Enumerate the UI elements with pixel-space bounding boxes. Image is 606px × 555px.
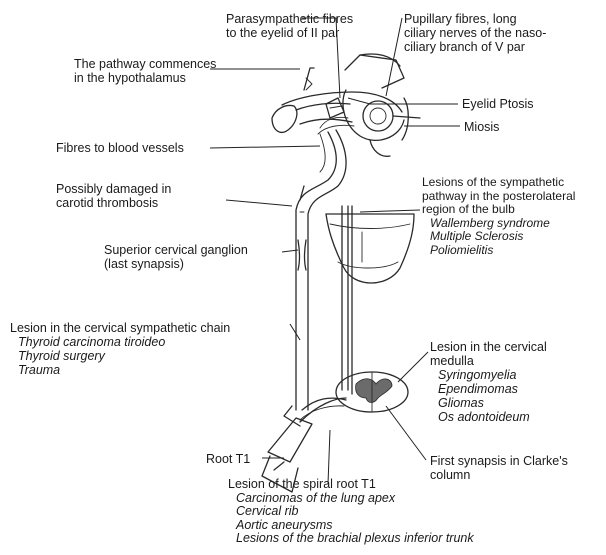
label-parasympathetic-fibres: Parasympathetic fibres to the eyelid of … (226, 12, 353, 40)
cause-item: Ependimomas (430, 382, 547, 396)
label-line: Superior cervical ganglion (104, 243, 248, 257)
label-superior-cervical-ganglion: Superior cervical ganglion (last synapsi… (104, 243, 248, 271)
label-line: The pathway commences (74, 57, 216, 71)
cause-item: Thyroid carcinoma tiroideo (10, 335, 230, 349)
cause-item: Thyroid surgery (10, 349, 230, 363)
label-bulb-lesions: Lesions of the sympathetic pathway in th… (422, 176, 575, 257)
cause-item: Wallemberg syndrome (422, 217, 575, 231)
label-line: in the hypothalamus (74, 71, 216, 85)
label-line: medulla (430, 354, 547, 368)
cause-item: Multiple Sclerosis (422, 230, 575, 244)
label-pupillary-fibres: Pupillary fibres, long ciliary nerves of… (404, 12, 546, 54)
label-line: region of the bulb (422, 203, 575, 217)
label-cervical-medulla: Lesion in the cervical medulla Syringomy… (430, 340, 547, 424)
cause-item: Poliomielitis (422, 244, 575, 258)
bulb-section-drawing (326, 214, 414, 283)
label-line: carotid thrombosis (56, 196, 171, 210)
label-line: Pupillary fibres, long (404, 12, 546, 26)
label-carotid-thrombosis: Possibly damaged in carotid thrombosis (56, 182, 171, 210)
label-eyelid-ptosis: Eyelid Ptosis (462, 97, 534, 111)
cause-item: Lesions of the brachial plexus inferior … (228, 532, 474, 546)
pathway-drawing (296, 130, 352, 420)
label-miosis: Miosis (464, 120, 499, 134)
cause-item: Syringomyelia (430, 368, 547, 382)
label-line: First synapsis in Clarke's (430, 454, 568, 468)
label-line: Lesions of the sympathetic (422, 176, 575, 190)
cause-item: Os adontoideum (430, 410, 547, 424)
label-line: Lesion in the cervical (430, 340, 547, 354)
label-line: Lesion of the spiral root T1 (228, 478, 474, 492)
label-cervical-sympathetic-chain: Lesion in the cervical sympathetic chain… (10, 321, 230, 377)
label-line: (last synapsis) (104, 257, 248, 271)
label-line: Possibly damaged in (56, 182, 171, 196)
cause-item: Cervical rib (228, 505, 474, 519)
label-line: pathway in the posterolateral (422, 190, 575, 204)
cause-item: Carcinomas of the lung apex (228, 492, 474, 506)
label-fibres-blood-vessels: Fibres to blood vessels (56, 141, 184, 155)
label-line: ciliary nerves of the naso- (404, 26, 546, 40)
label-line: ciliary branch of V par (404, 40, 546, 54)
label-line: Lesion in the cervical sympathetic chain (10, 321, 230, 335)
cause-item: Trauma (10, 363, 230, 377)
label-line: Parasympathetic fibres (226, 12, 353, 26)
spinal-cord-section-drawing (336, 372, 408, 412)
label-spiral-root: Lesion of the spiral root T1 Carcinomas … (228, 478, 474, 546)
label-pathway-commences: The pathway commences in the hypothalamu… (74, 57, 216, 85)
cause-item: Aortic aneurysms (228, 519, 474, 533)
label-root-t1: Root T1 (206, 452, 250, 466)
label-line: to the eyelid of II par (226, 26, 353, 40)
cause-item: Gliomas (430, 396, 547, 410)
